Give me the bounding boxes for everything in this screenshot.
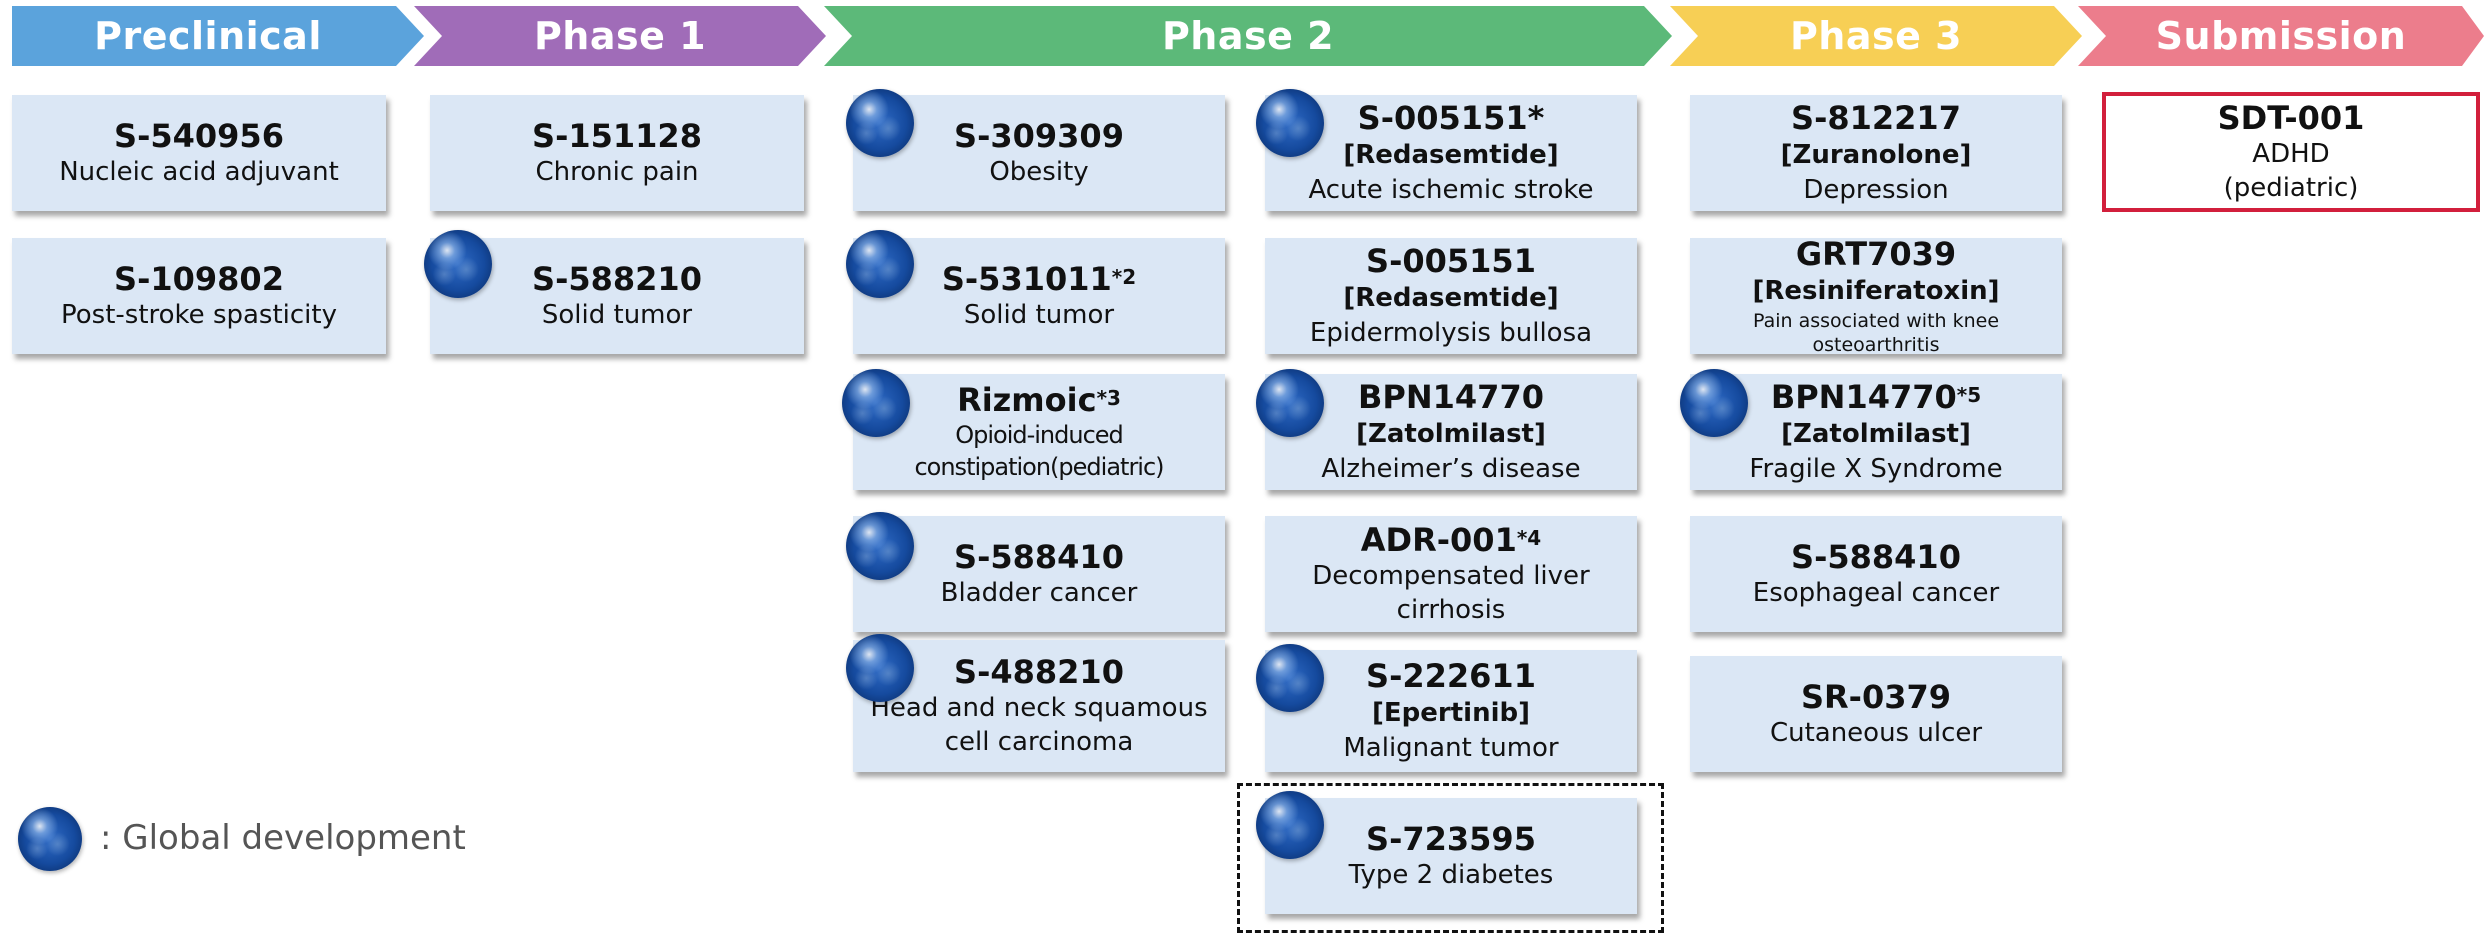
phase-label: Phase 1 [533, 14, 707, 58]
phase-label: Phase 3 [1789, 14, 1963, 58]
highlight-dashed-frame [1237, 783, 1664, 933]
compound-code: BPN14770*5 [1770, 378, 1982, 416]
globe-icon [1256, 644, 1324, 712]
compound-code: SR-0379 [1800, 678, 1952, 716]
compound-code: S-109802 [114, 260, 284, 298]
globe-icon [1256, 791, 1324, 859]
indication: Nucleic acid adjuvant [59, 157, 339, 187]
compound-code: S-723595 [1366, 820, 1536, 858]
generic-name: [Redasemtide] [1343, 140, 1559, 170]
compound-code: SDT-001 [2217, 99, 2365, 137]
phase-3-header: Phase 3 [1670, 6, 2082, 66]
pipeline-card-s588410-esophageal: S-588410 Esophageal cancer [1690, 516, 2062, 632]
indication: Malignant tumor [1343, 733, 1559, 763]
indication: Esophageal cancer [1752, 578, 2000, 608]
pipeline-card-s109802: S-109802 Post-stroke spasticity [12, 238, 386, 354]
compound-code: BPN14770 [1358, 378, 1544, 416]
compound-code: GRT7039 [1795, 235, 1957, 273]
legend-label: : Global development [100, 818, 466, 858]
phase-preclinical-header: Preclinical [12, 6, 424, 66]
pipeline-card-s488210: S-488210 Head and neck squamous cell car… [853, 640, 1225, 772]
globe-icon [1256, 89, 1324, 157]
indication-detail: (pediatric) [2223, 173, 2359, 203]
pipeline-card-bpn14770-alz: BPN14770 [Zatolmilast] Alzheimer’s disea… [1265, 374, 1637, 490]
compound-code: ADR-001*4 [1360, 521, 1542, 559]
indication: ADHD [2252, 139, 2330, 169]
pipeline-card-adr001: ADR-001*4 Decompensated liver cirrhosis [1265, 516, 1637, 632]
generic-name: [Zatolmilast] [1781, 419, 1971, 449]
phase-label: Preclinical [94, 14, 322, 58]
globe-icon [424, 230, 492, 298]
pipeline-card-bpn14770-fxs: BPN14770*5 [Zatolmilast] Fragile X Syndr… [1690, 374, 2062, 490]
compound-code: S-588410 [1791, 538, 1961, 576]
pipeline-card-sr0379: SR-0379 Cutaneous ulcer [1690, 656, 2062, 772]
indication: Fragile X Syndrome [1749, 454, 2003, 484]
indication: Opioid-induced constipation(pediatric) [914, 421, 1164, 481]
phase-1-header: Phase 1 [414, 6, 826, 66]
indication: Type 2 diabetes [1348, 860, 1554, 890]
compound-code: S-588210 [532, 260, 702, 298]
globe-icon [842, 369, 910, 437]
pipeline-card-s309309: S-309309 Obesity [853, 95, 1225, 211]
pipeline-card-sdt001: SDT-001 ADHD (pediatric) [2102, 92, 2480, 212]
pipeline-card-s005151-eb: S-005151 [Redasemtide] Epidermolysis bul… [1265, 238, 1637, 354]
generic-name: [Redasemtide] [1343, 283, 1559, 313]
pipeline-card-s540956: S-540956 Nucleic acid adjuvant [12, 95, 386, 211]
compound-code: S-588410 [954, 538, 1124, 576]
pipeline-card-s222611: S-222611 [Epertinib] Malignant tumor [1265, 650, 1637, 772]
compound-code: S-005151 [1366, 242, 1536, 280]
pipeline-card-s588210: S-588210 Solid tumor [430, 238, 804, 354]
globe-icon [1256, 369, 1324, 437]
compound-code: S-309309 [954, 117, 1124, 155]
indication: Chronic pain [535, 157, 699, 187]
indication: Alzheimer’s disease [1321, 454, 1581, 484]
pipeline-card-s723595: S-723595 Type 2 diabetes [1265, 798, 1637, 914]
indication: Solid tumor [963, 300, 1115, 330]
globe-icon [846, 512, 914, 580]
indication: Depression [1803, 175, 1949, 205]
phase-label: Submission [2155, 14, 2407, 58]
phase-2-header: Phase 2 [824, 6, 1672, 66]
generic-name: [Epertinib] [1372, 698, 1530, 728]
indication: Acute ischemic stroke [1308, 175, 1594, 205]
compound-code: S-540956 [114, 117, 284, 155]
compound-code: Rizmoic*3 [957, 381, 1121, 419]
globe-icon [18, 807, 82, 871]
indication: Bladder cancer [940, 578, 1138, 608]
compound-code: S-222611 [1366, 657, 1536, 695]
indication: Pain associated with knee osteoarthritis [1752, 310, 2000, 356]
compound-code: S-488210 [954, 653, 1124, 691]
generic-name: [Zatolmilast] [1356, 419, 1546, 449]
phase-label: Phase 2 [1161, 14, 1335, 58]
globe-icon [1680, 369, 1748, 437]
pipeline-card-s151128: S-151128 Chronic pain [430, 95, 804, 211]
generic-name: [Zuranolone] [1780, 140, 1972, 170]
indication: Decompensated liver cirrhosis [1312, 561, 1590, 625]
globe-icon [846, 89, 914, 157]
pipeline-card-s588410-bladder: S-588410 Bladder cancer [853, 516, 1225, 632]
pipeline-card-rizmoic: Rizmoic*3 Opioid-induced constipation(pe… [853, 374, 1225, 490]
pipeline-card-s812217: S-812217 [Zuranolone] Depression [1690, 95, 2062, 211]
compound-code: S-531011*2 [941, 260, 1137, 298]
indication: Head and neck squamous cell carcinoma [870, 693, 1208, 757]
compound-code: S-005151* [1357, 99, 1545, 137]
indication: Post-stroke spasticity [61, 300, 337, 330]
indication: Solid tumor [541, 300, 693, 330]
pipeline-card-s005151-stroke: S-005151* [Redasemtide] Acute ischemic s… [1265, 95, 1637, 211]
globe-icon [846, 230, 914, 298]
pipeline-card-grt7039: GRT7039 [Resiniferatoxin] Pain associate… [1690, 235, 2062, 356]
generic-name: [Resiniferatoxin] [1752, 276, 2000, 306]
phase-submission-header: Submission [2078, 6, 2484, 66]
indication: Cutaneous ulcer [1769, 718, 1983, 748]
compound-code: S-151128 [532, 117, 702, 155]
compound-code: S-812217 [1791, 99, 1961, 137]
pipeline-card-s531011: S-531011*2 Solid tumor [853, 238, 1225, 354]
globe-icon [846, 634, 914, 702]
indication: Epidermolysis bullosa [1309, 318, 1593, 348]
indication: Obesity [989, 157, 1089, 187]
